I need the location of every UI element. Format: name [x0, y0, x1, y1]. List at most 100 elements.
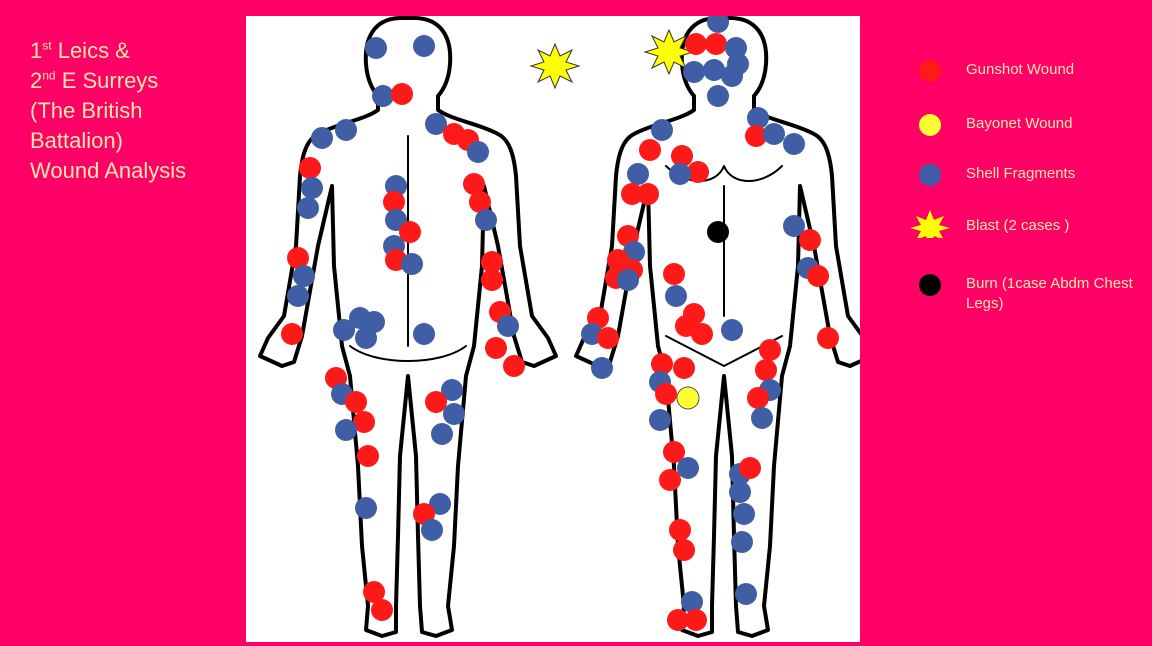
- shell-wound-marker: [735, 583, 757, 605]
- shell-wound-marker: [293, 265, 315, 287]
- gunshot-marker-icon: [910, 56, 950, 86]
- blast-marker: [531, 44, 579, 88]
- gunshot-wound-marker: [691, 323, 713, 345]
- gunshot-wound-marker: [799, 229, 821, 251]
- body-diagram: [246, 16, 860, 642]
- shell-wound-marker: [721, 65, 743, 87]
- shell-wound-marker: [617, 269, 639, 291]
- shell-wound-marker: [721, 319, 743, 341]
- shell-wound-marker: [497, 315, 519, 337]
- shell-wound-marker: [467, 141, 489, 163]
- gunshot-wound-marker: [755, 359, 777, 381]
- gunshot-wound-marker: [817, 327, 839, 349]
- gunshot-wound-marker: [425, 391, 447, 413]
- gunshot-wound-marker: [371, 599, 393, 621]
- legend-label-blast: Blast (2 cases ): [966, 216, 1136, 236]
- body-diagram-panel: [246, 16, 860, 642]
- gunshot-wound-marker: [705, 33, 727, 55]
- shell-wound-marker: [751, 407, 773, 429]
- shell-wound-marker: [443, 403, 465, 425]
- front-figure-outline: [576, 18, 860, 636]
- shell-wound-marker: [413, 35, 435, 57]
- shell-wound-marker: [731, 531, 753, 553]
- front-view-figure: [576, 18, 860, 636]
- shell-wound-marker: [763, 123, 785, 145]
- shell-wound-marker: [421, 519, 443, 541]
- gunshot-wound-marker: [685, 609, 707, 631]
- legend-label-burn: Burn (1case Abdm Chest Legs): [966, 274, 1136, 314]
- title-line-5: Wound Analysis: [30, 156, 240, 186]
- shell-wound-marker: [627, 163, 649, 185]
- shell-wound-marker: [431, 423, 453, 445]
- shell-wound-marker: [683, 61, 705, 83]
- shell-wound-marker: [401, 253, 423, 275]
- gunshot-wound-marker: [747, 387, 769, 409]
- gunshot-wound-marker: [637, 183, 659, 205]
- shell-wound-marker: [365, 37, 387, 59]
- legend-label-bayonet: Bayonet Wound: [966, 114, 1136, 134]
- starburst-icon: [910, 208, 950, 238]
- gunshot-wound-marker: [759, 339, 781, 361]
- gunshot-wound-marker: [281, 323, 303, 345]
- shell-wound-marker: [311, 127, 333, 149]
- gunshot-wound-marker: [659, 469, 681, 491]
- shell-wound-marker: [413, 323, 435, 345]
- shell-wound-marker: [355, 497, 377, 519]
- gunshot-wound-marker: [485, 337, 507, 359]
- shell-wound-marker: [335, 119, 357, 141]
- gunshot-wound-marker: [299, 157, 321, 179]
- shell-wound-marker: [729, 481, 751, 503]
- title-line-1-superscript: st: [42, 39, 51, 53]
- shell-wound-marker: [707, 16, 729, 33]
- shell-wound-marker: [651, 119, 673, 141]
- title-line-2-rest: E Surreys: [56, 68, 159, 93]
- title-line-2: 2nd E Surreys: [30, 66, 240, 96]
- title-line-1-rest: Leics &: [52, 38, 130, 63]
- shell-wound-marker: [335, 419, 357, 441]
- shell-wound-marker: [649, 409, 671, 431]
- gunshot-wound-marker: [503, 355, 525, 377]
- slide-title: 1st Leics & 2nd E Surreys (The British B…: [30, 36, 240, 186]
- gunshot-wound-marker: [391, 83, 413, 105]
- title-line-2-superscript: nd: [42, 69, 55, 83]
- title-line-1-main: 1: [30, 38, 42, 63]
- shell-wound-marker: [707, 85, 729, 107]
- shell-wound-marker: [372, 85, 394, 107]
- gunshot-wound-marker: [739, 457, 761, 479]
- gunshot-wound-marker: [345, 391, 367, 413]
- bayonet-wound-marker: [677, 387, 699, 409]
- gunshot-wound-marker: [639, 139, 661, 161]
- gunshot-wound-marker: [807, 265, 829, 287]
- title-line-2-main: 2: [30, 68, 42, 93]
- title-line-4: Battalion): [30, 126, 240, 156]
- shell-marker-icon: [910, 160, 950, 190]
- shell-wound-marker: [783, 133, 805, 155]
- legend-label-shell: Shell Fragments: [966, 164, 1136, 184]
- gunshot-wound-marker: [673, 357, 695, 379]
- gunshot-wound-marker: [655, 383, 677, 405]
- shell-wound-marker: [301, 177, 323, 199]
- shell-wound-marker: [287, 285, 309, 307]
- wound-markers: [281, 16, 839, 631]
- gunshot-wound-marker: [673, 539, 695, 561]
- title-line-3: (The British: [30, 96, 240, 126]
- shell-wound-marker: [677, 457, 699, 479]
- shell-wound-marker: [355, 327, 377, 349]
- shell-wound-marker: [591, 357, 613, 379]
- shell-wound-marker: [733, 503, 755, 525]
- shell-wound-marker: [297, 197, 319, 219]
- gunshot-wound-marker: [597, 327, 619, 349]
- gunshot-wound-marker: [357, 445, 379, 467]
- shell-wound-marker: [475, 209, 497, 231]
- shell-wound-marker: [665, 285, 687, 307]
- gunshot-wound-marker: [685, 33, 707, 55]
- bayonet-marker-icon: [910, 110, 950, 140]
- burn-marker-icon: [910, 270, 950, 300]
- gunshot-wound-marker: [663, 263, 685, 285]
- legend-label-gunshot: Gunshot Wound: [966, 60, 1136, 80]
- gunshot-wound-marker: [669, 519, 691, 541]
- shell-wound-marker: [669, 163, 691, 185]
- burn-wound-marker: [707, 221, 729, 243]
- gunshot-wound-marker: [481, 269, 503, 291]
